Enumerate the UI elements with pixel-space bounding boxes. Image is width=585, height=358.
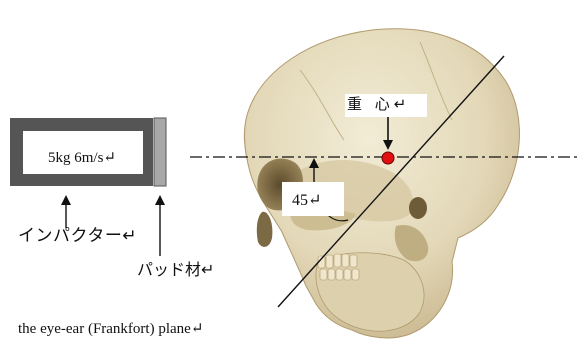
center-of-gravity-marker xyxy=(382,152,394,164)
angle-label: 45↵ xyxy=(292,193,321,209)
skull-teeth xyxy=(318,254,359,280)
skull-nasal xyxy=(257,212,273,247)
pad-material xyxy=(154,118,166,186)
impactor-label: インパクター↵ xyxy=(18,228,137,245)
impactor-spec-text: 5kg 6m/s↵ xyxy=(48,151,116,166)
pad-material-label: パッド材↵ xyxy=(137,262,214,278)
center-of-gravity-label: 重 心↵ xyxy=(347,97,410,112)
frankfort-plane-label: the eye-ear (Frankfort) plane↵ xyxy=(18,322,203,337)
pad-arrowhead xyxy=(155,195,165,205)
impactor-arrowhead xyxy=(61,195,71,205)
skull-ear-canal xyxy=(409,197,427,219)
